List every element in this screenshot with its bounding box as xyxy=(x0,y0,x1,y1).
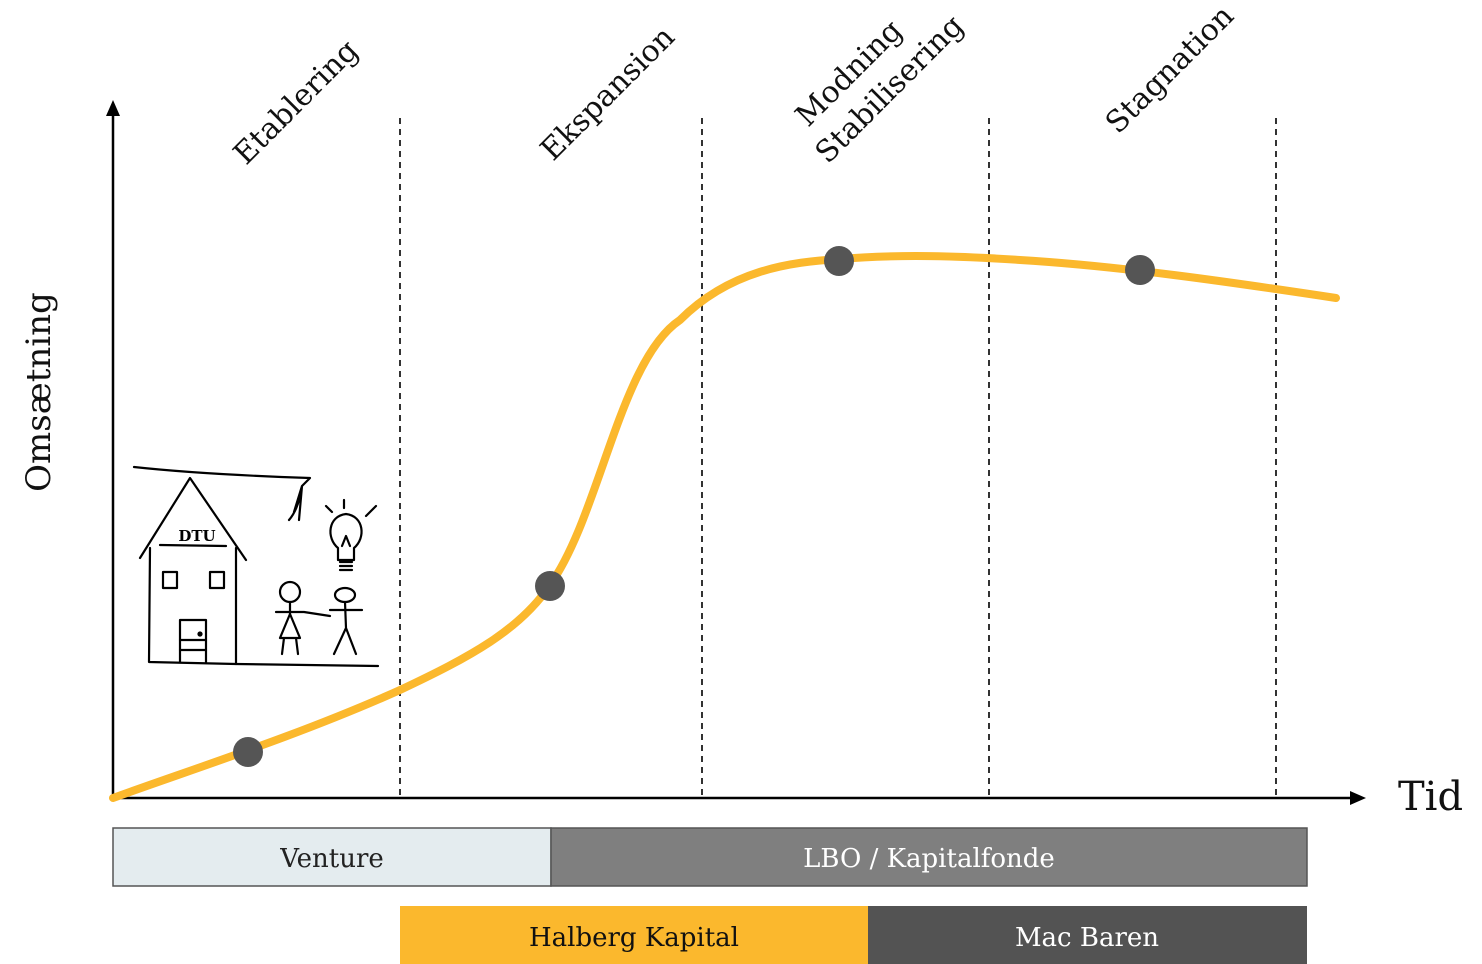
curve-marker xyxy=(1125,255,1155,285)
phase-label-stagnation: Stagnation xyxy=(1099,0,1241,141)
startup-illustration: DTU xyxy=(132,465,380,668)
phase-label-line: Etablering xyxy=(227,33,365,171)
phase-label-ekspansion: Ekspansion xyxy=(534,20,682,168)
phase-dividers xyxy=(399,118,1277,798)
financing-row-1: Venture LBO / Kapitalfonde xyxy=(112,827,1308,887)
y-axis-label: Omsætning xyxy=(19,292,59,492)
curve-marker xyxy=(233,737,263,767)
lbo-bar-label: LBO / Kapitalfonde xyxy=(803,844,1055,874)
boy-figure-icon xyxy=(328,586,364,656)
phase-labels: Etablering Ekspansion Modning Stabiliser… xyxy=(227,0,1241,172)
lbo-bar xyxy=(550,827,1308,887)
dtu-house-icon xyxy=(138,476,380,668)
venture-bar xyxy=(112,827,552,887)
mac-baren-bar-label: Mac Baren xyxy=(1015,923,1159,953)
y-axis-arrowhead xyxy=(106,100,120,116)
mac-baren-bar xyxy=(868,906,1307,964)
tree-branch xyxy=(132,465,312,522)
phase-label-line: Ekspansion xyxy=(534,20,682,168)
financing-row-2: Halberg Kapital Mac Baren xyxy=(400,906,1307,964)
girl-figure-icon xyxy=(274,580,332,656)
x-axis-label: Tid xyxy=(1398,774,1463,820)
building-label: DTU xyxy=(178,527,215,545)
x-axis-arrowhead xyxy=(1350,791,1366,805)
curve-markers xyxy=(233,246,1155,767)
lightbulb-icon xyxy=(324,498,378,572)
axes xyxy=(111,112,1352,800)
curve-marker xyxy=(824,246,854,276)
phase-label-etablering: Etablering xyxy=(227,33,365,171)
halberg-bar-label: Halberg Kapital xyxy=(529,923,739,953)
curve-marker xyxy=(535,571,565,601)
venture-bar-label: Venture xyxy=(279,844,384,874)
growth-curve xyxy=(109,252,1340,802)
phase-label-line: Stagnation xyxy=(1099,0,1241,141)
phase-label-modning-stabilisering: Modning Stabilisering xyxy=(780,0,970,170)
halberg-bar xyxy=(400,906,868,964)
